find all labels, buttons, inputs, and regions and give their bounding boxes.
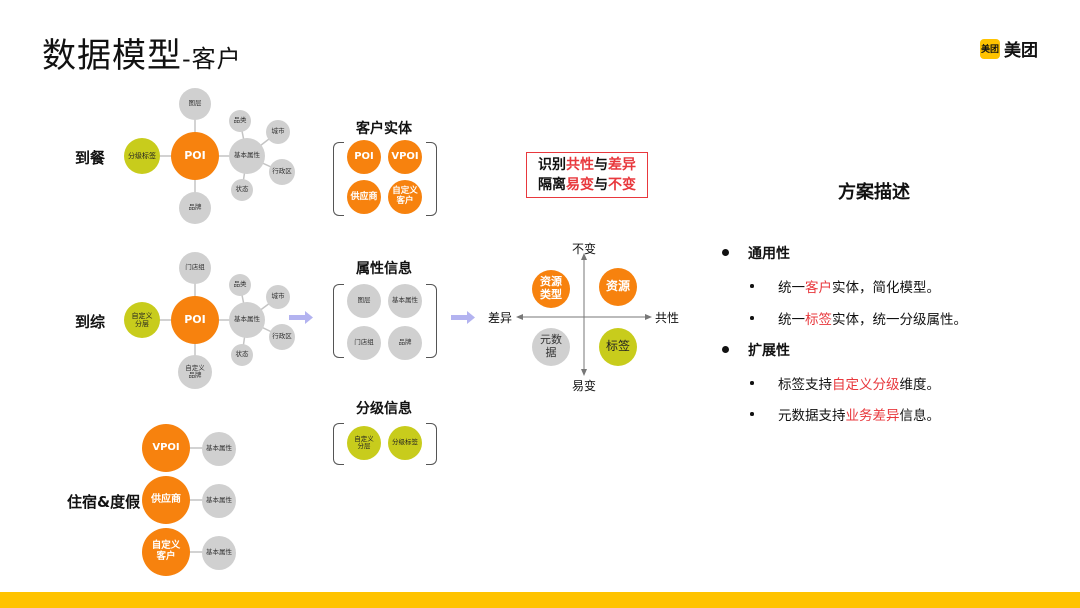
highlight-box: 识别共性与差异 隔离易变与不变	[526, 152, 648, 198]
desc-text: 实体，简化模型。	[832, 280, 940, 296]
bullet-dot-small	[750, 381, 754, 385]
level-custom: 自定义 分层	[347, 426, 381, 460]
level-bracket-left	[333, 423, 344, 465]
entity-custom: 自定义 客户	[388, 180, 422, 214]
desc-item-3: 标签支持自定义分级维度。	[778, 373, 940, 393]
attr-bracket-left	[333, 284, 344, 358]
title-sub: -客户	[182, 45, 242, 73]
desc-text: 元数据支持	[778, 408, 846, 424]
axis-top-label: 不变	[572, 242, 597, 256]
quadrant-tag: 标签	[599, 328, 637, 366]
level-title: 分级信息	[356, 401, 412, 417]
dine-node-attr: 基本属性	[229, 138, 265, 174]
bottom-accent-bar	[0, 592, 1080, 608]
general-node-n4: 状态	[231, 344, 253, 366]
hl-text: 与	[594, 157, 608, 173]
bullet-dot	[722, 346, 729, 353]
desc-text: 信息。	[899, 408, 941, 424]
general-node-n3: 行政区	[269, 324, 295, 350]
highlight-line-2: 隔离易变与不变	[531, 175, 643, 195]
row-label-hotel: 住宿&度假	[67, 493, 141, 511]
hl-text: 与	[594, 177, 608, 193]
entity-poi: POI	[347, 140, 381, 174]
hotel-node-attr1: 基本属性	[202, 432, 236, 466]
desc-text: 标签支持	[778, 377, 832, 393]
entity-bracket-right	[426, 142, 437, 216]
attr-store-group: 门店组	[347, 326, 381, 360]
hotel-node-supplier: 供应商	[142, 476, 190, 524]
desc-title: 方案描述	[838, 182, 910, 203]
desc-text: 实体，统一分级属性。	[832, 312, 967, 328]
entity-title: 客户实体	[356, 121, 412, 137]
level-bracket-right	[426, 423, 437, 465]
hl-red: 易变	[566, 177, 594, 193]
desc-red: 业务差异	[845, 408, 900, 424]
logo-text: 美团	[1004, 41, 1038, 61]
level-tag: 分级标签	[388, 426, 422, 460]
general-node-top: 门店组	[179, 252, 211, 284]
attr-title: 属性信息	[356, 261, 412, 277]
general-node-attr: 基本属性	[229, 302, 265, 338]
desc-text: 统一	[778, 312, 805, 328]
dine-node-n2: 城市	[266, 120, 290, 144]
attr-layer: 图层	[347, 284, 381, 318]
general-node-bottom: 自定义 品牌	[178, 355, 212, 389]
logo-mark: 美团	[980, 38, 1000, 59]
desc-heading-2: 扩展性	[748, 343, 790, 359]
bullet-dot-small	[750, 316, 754, 320]
row-label-dine: 到餐	[75, 149, 106, 167]
attr-brand: 品牌	[388, 326, 422, 360]
dine-node-bottom: 品牌	[179, 192, 211, 224]
general-node-center: POI	[171, 296, 219, 344]
desc-red: 自定义分级	[832, 377, 900, 393]
general-node-n1: 品类	[229, 274, 251, 296]
hotel-node-attr2: 基本属性	[202, 484, 236, 518]
axis-right-label: 共性	[655, 311, 680, 325]
attr-bracket-right	[426, 284, 437, 358]
desc-heading-1: 通用性	[748, 246, 790, 262]
desc-text: 维度。	[899, 377, 941, 393]
bullet-dot	[722, 249, 729, 256]
dine-node-left: 分级标签	[124, 138, 160, 174]
desc-text: 统一	[778, 280, 805, 296]
hl-red: 差异	[608, 157, 636, 173]
dine-node-center: POI	[171, 132, 219, 180]
attr-basic: 基本属性	[388, 284, 422, 318]
quadrant-resource: 资源	[599, 268, 637, 306]
desc-item-1: 统一客户实体，简化模型。	[778, 276, 940, 296]
dine-node-top: 图层	[179, 88, 211, 120]
hl-text: 识别	[538, 157, 566, 173]
highlight-line-1: 识别共性与差异	[531, 155, 643, 175]
desc-item-2: 统一标签实体，统一分级属性。	[778, 308, 967, 328]
axis-left-label: 差异	[488, 311, 513, 325]
hl-red: 共性	[566, 157, 594, 173]
hotel-node-custom: 自定义 客户	[142, 528, 190, 576]
entity-bracket-left	[333, 142, 344, 216]
desc-item-4: 元数据支持业务差异信息。	[778, 404, 940, 424]
desc-red: 客户	[805, 280, 832, 296]
desc-red: 标签	[805, 312, 832, 328]
general-node-n2: 城市	[266, 285, 290, 309]
dine-node-n1: 品类	[229, 110, 251, 132]
meituan-logo: 美团 美团	[980, 36, 1038, 61]
entity-supplier: 供应商	[347, 180, 381, 214]
page-title: 数据模型-客户	[42, 28, 242, 77]
hotel-node-attr3: 基本属性	[202, 536, 236, 570]
quadrant-metadata: 元数 据	[532, 328, 570, 366]
hl-red: 不变	[608, 177, 636, 193]
title-main: 数据模型	[42, 36, 182, 76]
axis-bottom-label: 易变	[572, 379, 597, 393]
dine-node-n3: 行政区	[269, 159, 295, 185]
general-node-left: 自定义 分层	[124, 302, 160, 338]
bullet-dot-small	[750, 284, 754, 288]
bullet-dot-small	[750, 412, 754, 416]
row-label-general: 到综	[75, 313, 106, 331]
hotel-node-vpoi: VPOI	[142, 424, 190, 472]
entity-vpoi: VPOI	[388, 140, 422, 174]
quadrant-resource-type: 资源 类型	[532, 270, 570, 308]
hl-text: 隔离	[538, 177, 566, 193]
dine-node-n4: 状态	[231, 179, 253, 201]
